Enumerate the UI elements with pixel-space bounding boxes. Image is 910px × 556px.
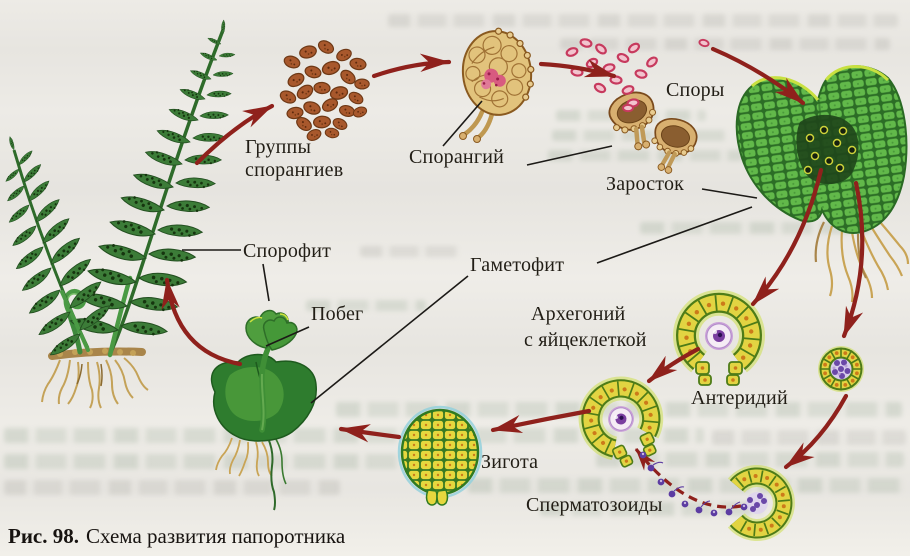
- label-gametophyte: Гаметофит: [470, 254, 565, 276]
- arrow-spores-to-prothallus: [710, 46, 806, 106]
- page-bleedthrough-text: [306, 300, 426, 311]
- arrow-prothallus-to-archegonium: [750, 167, 824, 307]
- arrow-sporangium-to-spores: [538, 59, 617, 79]
- line-prothallus-label: [701, 188, 758, 199]
- label-antheridium: Антеридий: [691, 387, 788, 409]
- zygote-illustration: [397, 405, 483, 506]
- sporangium-illustration: [459, 27, 535, 143]
- page-bleedthrough-text: [4, 454, 456, 469]
- line-sporangium-label-to-capsule: [442, 100, 483, 147]
- label-groups-of-sporangia: Группы спорангиев: [245, 136, 343, 182]
- label-sporophyte: Спорофит: [243, 240, 332, 262]
- arrow-fertilization-to-zygote: [490, 408, 592, 433]
- page-bleedthrough-text: [596, 452, 904, 467]
- page-bleedthrough-text: [560, 38, 890, 50]
- label-zygote: Зигота: [481, 451, 539, 473]
- sperm-release-illustration: [727, 465, 795, 541]
- fern-frond-main: [68, 19, 236, 358]
- page-bleedthrough-text: [388, 14, 898, 27]
- arrow-spermatozoid-path: [634, 448, 742, 509]
- page-bleedthrough-text: [552, 130, 727, 141]
- fertilization-archegonium-illustration: [571, 369, 674, 475]
- arrow-young-plant-to-fern: [161, 277, 243, 367]
- figure-caption: Рис. 98. Схема развития папоротника: [8, 524, 345, 549]
- fern-frond-left: [3, 135, 114, 358]
- page-bleedthrough-text: [548, 150, 743, 161]
- young-sporophyte-illustration: [210, 309, 317, 511]
- spermatozoids-dots: [634, 448, 748, 517]
- label-archegonium-line1: Архегоний: [531, 303, 626, 325]
- arrow-archegonium-to-fertilization: [646, 346, 701, 384]
- label-sporangium: Спорангий: [409, 146, 505, 168]
- figure-caption-title: Схема развития папоротника: [86, 524, 346, 548]
- prothallus-sporelings: [803, 125, 857, 175]
- fern-rhizome: [48, 347, 146, 360]
- label-spores: Споры: [666, 79, 725, 101]
- sporangia-cluster-illustration: [277, 37, 370, 144]
- label-shoot: Побег: [311, 303, 364, 325]
- arrow-fern-to-sporangia-cluster: [194, 103, 275, 166]
- line-gametophyte-to-prothallus: [596, 206, 753, 264]
- figure-caption-number: Рис. 98.: [8, 524, 79, 548]
- page-bleedthrough-text: [640, 222, 870, 234]
- arrow-zygote-to-young-plant: [338, 424, 402, 443]
- line-sporophyte-to-shoot: [262, 263, 270, 302]
- label-prothallus: Заросток: [606, 173, 685, 195]
- page-bleedthrough-text: [712, 430, 906, 445]
- archegonium-with-egg-illustration: [679, 295, 760, 385]
- arrow-prothallus-to-antheridium: [841, 180, 865, 339]
- fern-roots: [41, 357, 149, 409]
- label-spermatozoids: Сперматозоиды: [526, 494, 663, 516]
- line-shoot-label: [265, 326, 310, 347]
- label-groups-of-sporangia-line1: Группы: [245, 136, 312, 158]
- line-sporangium-label-to-cups: [526, 145, 613, 166]
- page-bleedthrough-text: [360, 246, 460, 257]
- antheridium-illustration: [818, 346, 864, 392]
- label-archegonium-line2: с яйцеклеткой: [524, 329, 647, 351]
- page-bleedthrough-text: [4, 480, 340, 495]
- young-plant-rhizoids: [215, 437, 273, 477]
- fern-sporophyte-illustration: [3, 19, 236, 409]
- line-gametophyte-to-young-prothallus: [310, 275, 469, 404]
- cycle-arrows: [161, 46, 865, 470]
- page-bleedthrough-text: [468, 478, 904, 493]
- arrow-antheridium-to-sperm-release: [783, 393, 849, 470]
- prothallus-illustration: [735, 65, 910, 303]
- label-pointer-lines: [182, 100, 758, 404]
- label-groups-of-sporangia-line2: спорангиев: [245, 159, 344, 181]
- arrow-cluster-to-sporangium: [371, 53, 452, 79]
